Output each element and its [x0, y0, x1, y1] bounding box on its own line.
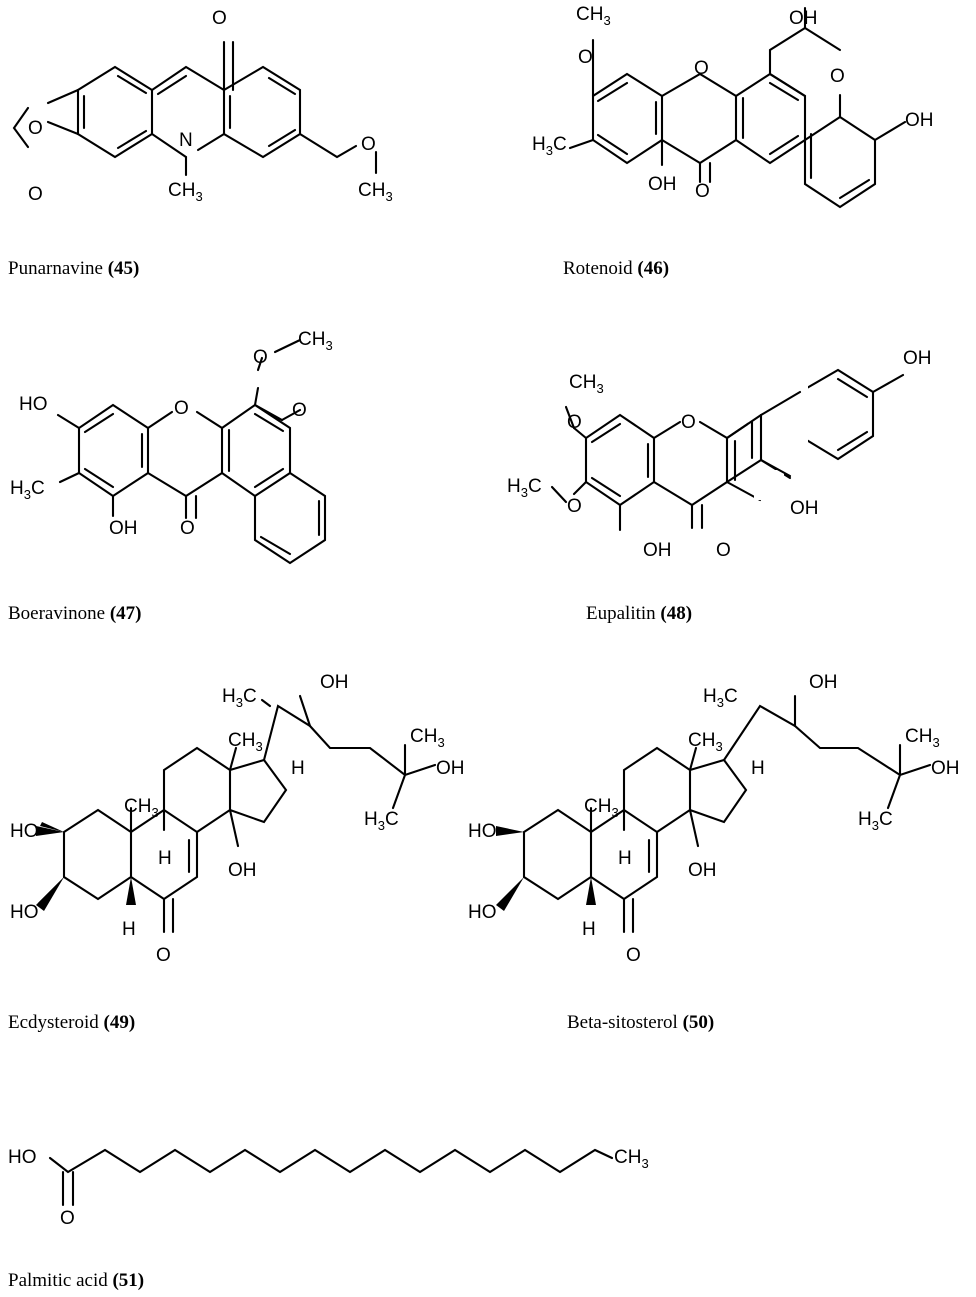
bonds — [568, 6, 907, 209]
atom-label: CH3 — [410, 726, 445, 750]
atom-label: O — [292, 400, 307, 421]
bond — [298, 694, 312, 728]
atom-label: H3C — [507, 476, 542, 500]
bond — [61, 1170, 75, 1207]
wedge-bond — [586, 877, 596, 905]
caption-punarnavine: Punarnavine (45) — [8, 258, 140, 279]
wedge-bond — [40, 822, 64, 832]
wedge-bond — [36, 826, 64, 836]
atom-label: H3C — [532, 134, 567, 158]
atom-label: N — [179, 130, 193, 151]
wedge-bond — [496, 826, 524, 836]
caption-palmitic-acid: Palmitic acid (51) — [8, 1270, 145, 1291]
atom-label: HO — [468, 821, 497, 842]
atom-label: H — [291, 758, 305, 779]
atom-label: O — [626, 945, 641, 966]
eupalitin-mask-2 — [754, 470, 784, 500]
atom-label: O — [28, 118, 43, 139]
atom-label: OH — [643, 540, 672, 561]
caption-boeravinone: Boeravinone (47) — [8, 603, 142, 624]
wedge-bond — [126, 877, 136, 905]
caption-ecdysteroid: Ecdysteroid (49) — [8, 1012, 136, 1033]
atom-label: H — [582, 919, 596, 940]
bond — [564, 405, 576, 430]
atom-label: CH3 — [298, 329, 333, 353]
atom-label: OH — [228, 860, 257, 881]
atom-label: HO — [10, 902, 39, 923]
atom-label: CH3 — [584, 796, 619, 820]
structure-ecdysteroid: HO HO H O CH3 H OH CH3 H H3C OH CH3 OH H… — [10, 672, 465, 966]
eupalitin-fix — [725, 380, 808, 500]
wedge-bond — [496, 877, 524, 911]
atom-label: OH — [109, 518, 138, 539]
atom-label: CH3 — [614, 1147, 649, 1171]
structure-beta-sitosterol: HO HO H O CH3 H OH CH3 H H3C OH CH3 OH H… — [468, 672, 960, 966]
eupalitin-mask — [748, 380, 808, 450]
atom-label: H — [122, 919, 136, 940]
atom-label: O — [156, 945, 171, 966]
atom-label: H — [158, 848, 172, 869]
bond — [550, 485, 568, 504]
bonds — [12, 40, 378, 177]
atom-label: O — [695, 181, 710, 202]
atom-label: O — [28, 184, 43, 205]
atom-label: OH — [905, 110, 934, 131]
atom-label: CH3 — [228, 730, 263, 754]
caption-rotenoid: Rotenoid (46) — [563, 258, 670, 279]
atom-label: H3C — [703, 686, 738, 710]
structure-rotenoid: O O OH OH O OH O CH3 H3C — [532, 4, 934, 209]
atom-label: CH3 — [576, 4, 611, 28]
atom-label: CH3 — [569, 372, 604, 396]
atom-label: CH3 — [905, 726, 940, 750]
atom-label: CH3 — [358, 180, 393, 204]
carbon-chain — [48, 1148, 614, 1174]
atom-label: OH — [809, 672, 838, 693]
atom-label: H3C — [10, 478, 45, 502]
structure-palmitic-acid: HO O CH3 — [8, 1147, 649, 1229]
wedge-bond — [36, 877, 64, 911]
structure-boeravinone: O O O CH3 HO H3C OH O — [10, 329, 333, 565]
caption-beta-sitosterol: Beta-sitosterol (50) — [567, 1012, 715, 1033]
atom-label: OH — [648, 174, 677, 195]
atom-label: O — [212, 8, 227, 29]
atom-label: OH — [789, 8, 818, 29]
atom-label: CH3 — [124, 796, 159, 820]
atom-label: H3C — [364, 809, 399, 833]
atom-label: O — [174, 398, 189, 419]
atom-label: O — [60, 1208, 75, 1229]
atom-label: CH3 — [688, 730, 723, 754]
atom-label: O — [567, 496, 582, 517]
atom-label: O — [830, 66, 845, 87]
atom-label: OH — [790, 498, 819, 519]
bonds — [56, 338, 327, 565]
atom-label: HO — [10, 821, 39, 842]
atom-label: CH3 — [168, 180, 203, 204]
caption-eupalitin: Eupalitin (48) — [586, 603, 693, 624]
atom-label: OH — [688, 860, 717, 881]
atom-label: OH — [436, 758, 465, 779]
atom-label: HO — [8, 1147, 37, 1168]
atom-label: O — [180, 518, 195, 539]
atom-label: HO — [468, 902, 497, 923]
atom-label: O — [253, 347, 268, 368]
atom-label: OH — [903, 348, 932, 369]
structure-punarnavine: O N O O O CH3 CH3 — [12, 8, 393, 205]
atom-label: H — [751, 758, 765, 779]
atom-label: O — [361, 134, 376, 155]
atom-label: H3C — [222, 686, 257, 710]
atom-label: H — [618, 848, 632, 869]
atom-label: OH — [931, 758, 960, 779]
atom-label: O — [694, 58, 709, 79]
atom-label: H3C — [858, 809, 893, 833]
atom-label: HO — [19, 394, 48, 415]
atom-label: O — [681, 412, 696, 433]
atom-label: OH — [320, 672, 349, 693]
atom-label: O — [578, 47, 593, 68]
atom-label: O — [716, 540, 731, 561]
